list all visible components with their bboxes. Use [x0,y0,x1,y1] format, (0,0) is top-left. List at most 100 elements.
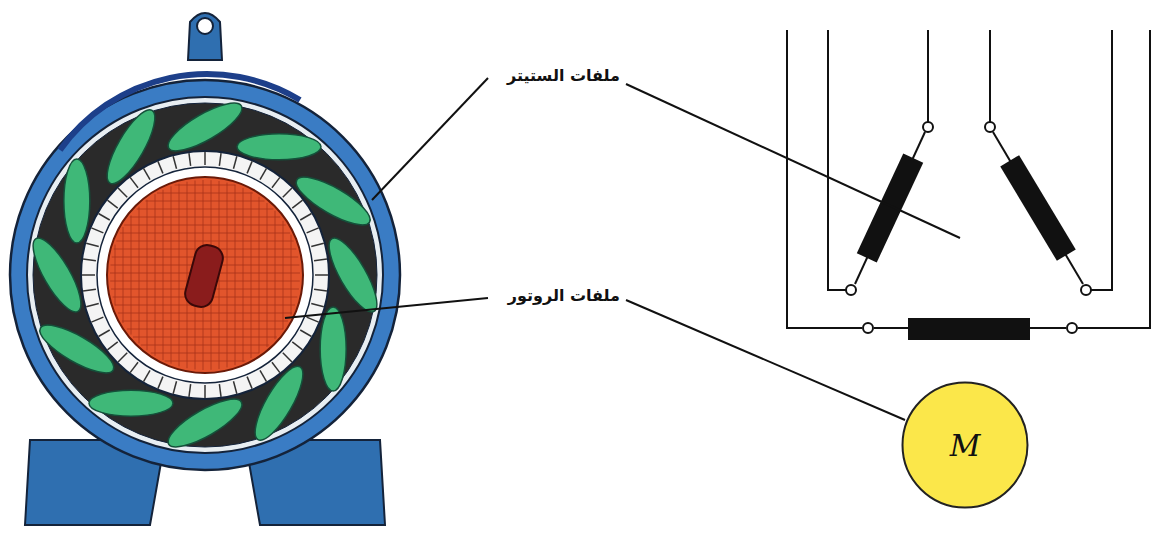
rotor-grid-line [137,209,274,210]
air-gap [97,167,313,383]
slot [118,353,127,362]
winding-resistor [1000,155,1076,261]
slot [292,200,302,208]
stator-coil [162,391,248,456]
rotor-grid-line [141,345,269,346]
rotor-grid-line [147,200,148,350]
slot [314,289,327,291]
rotor-grid-line [267,203,268,347]
slot [260,168,267,179]
rotor-grid-line [163,190,164,360]
slot [283,353,292,362]
leader-line [626,300,905,420]
rotor-grid-line [115,245,116,306]
wire [787,30,862,328]
slot [107,342,117,350]
stator-coil [237,134,321,160]
slot [83,289,96,291]
slot [91,317,103,322]
slot [315,274,328,276]
rotor-grid-line [155,194,156,356]
rotor-grid-line [139,207,140,344]
terminals [846,122,1091,333]
rotor-grid-line [291,235,292,316]
slot [144,370,151,381]
slot [311,243,324,246]
slot [130,177,138,187]
wire [993,132,1083,284]
rotor-grid-line [175,185,236,186]
wire [1078,30,1150,328]
wiring [787,30,1150,328]
rotor [107,177,303,373]
rotor-grid-line [127,329,283,330]
slot [233,156,236,169]
rotor-grid-line [124,225,286,226]
winding-resistor [857,154,923,263]
slot [82,274,95,276]
stator-label: ملفات الستيتر [507,66,620,85]
leader-lines [285,78,960,420]
slot [98,214,109,221]
slot [91,228,103,233]
stator-coil [321,232,386,318]
stator-back [33,103,377,447]
stator-slots [82,152,328,398]
winding-resistor [908,318,1030,340]
slot [300,214,311,221]
rotor-grid-line [130,217,280,218]
slot [86,303,99,306]
slot [158,377,163,389]
rotor-grid-line [275,211,276,339]
rotor-grid-line [120,233,290,234]
slot [233,381,236,394]
leader-line [626,84,960,238]
rotor-grid-line [259,197,260,353]
rotor-grid-line [243,188,244,362]
rotor-grid-line [131,215,132,334]
shaft [182,242,225,309]
slot [311,303,324,306]
rotor-grid-line [171,186,172,363]
slot [219,384,221,397]
slot [144,168,151,179]
slot [247,377,252,389]
stator-frame [27,97,383,453]
slot [283,188,292,197]
slot [272,362,280,372]
stator-coil [320,307,346,391]
wire [855,132,925,284]
slot [158,161,163,173]
slot [307,228,319,233]
slot [307,317,319,322]
rotor-grid-line [283,221,284,329]
slot [107,200,117,208]
stator-coil [64,159,90,243]
slot [260,370,267,381]
slot [189,384,191,397]
slot [300,330,311,337]
motor-circle: M [901,381,1029,509]
stator-coil [162,95,248,160]
wire [927,30,929,122]
slot [173,381,176,394]
slot [86,243,99,246]
leader-line [285,298,488,318]
slot [189,153,191,166]
slot [98,330,109,337]
rotor-grid-line [227,183,228,368]
rotor-grid-line [118,313,292,314]
rotor-grid-line [235,185,236,365]
rotor-grid-line [123,227,124,323]
stator-coils [25,95,386,456]
rotor-label: ملفات الروتور [508,286,620,305]
slot [272,177,280,187]
terminal [923,122,933,132]
slot [83,259,96,261]
terminal [863,323,873,333]
rotor-grid-line [157,193,253,194]
slot [314,259,327,261]
rotor-grid-line [179,184,180,367]
leader-line [372,78,488,200]
terminal [985,122,995,132]
